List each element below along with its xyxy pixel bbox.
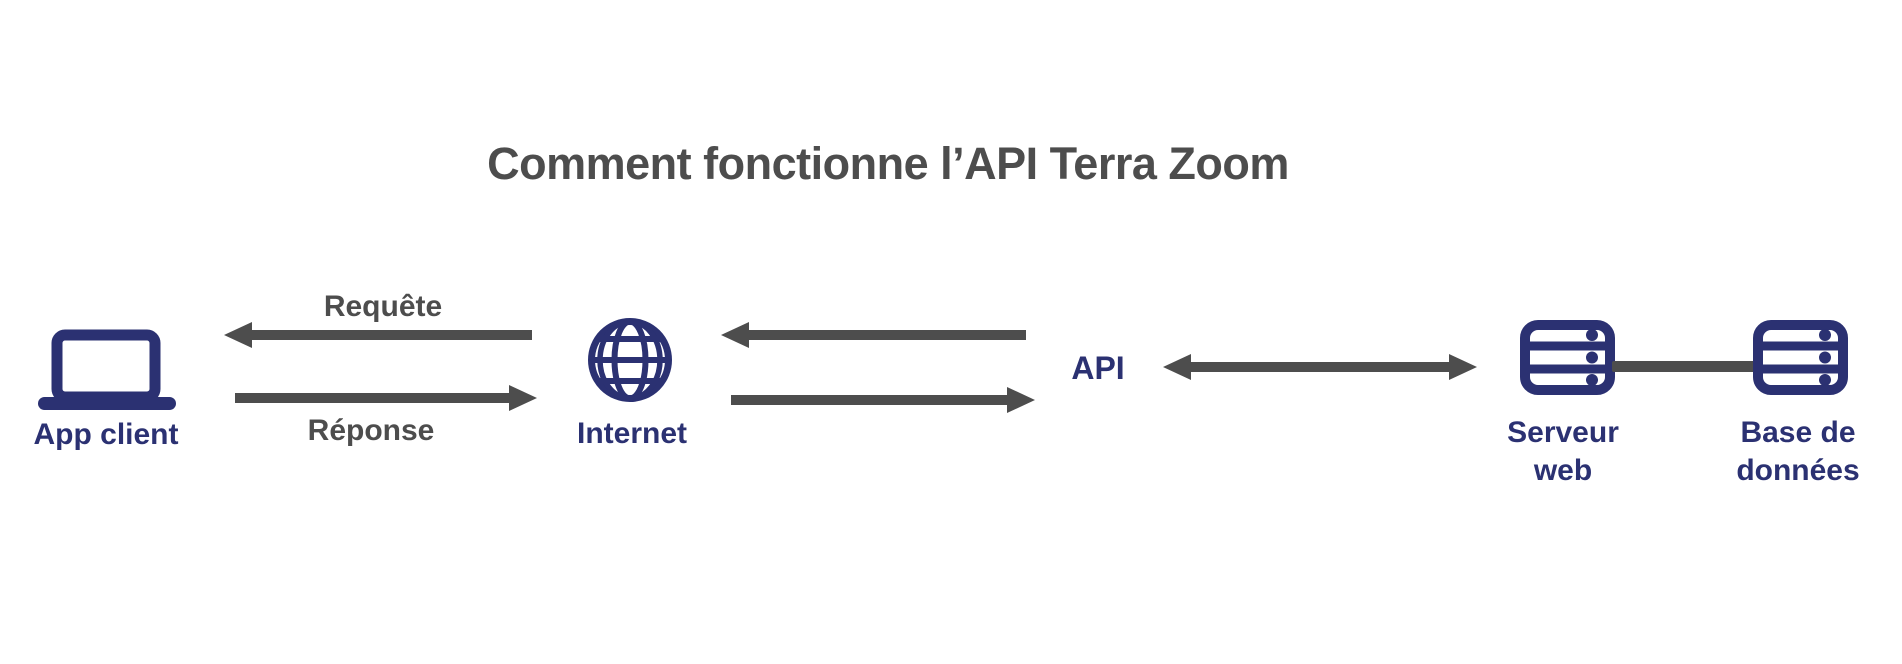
database-server-icon [1753,320,1848,395]
api-server-double-arrow [1163,354,1477,380]
diagram-title: Comment fonctionne l’API Terra Zoom [487,138,1289,189]
app-client-label: App client [33,418,179,451]
web-server-label: Serveur web [1507,416,1619,487]
internet-to-api-arrow-right [731,387,1035,413]
api-to-internet-arrow-left [721,322,1026,348]
response-arrow-right [235,385,537,411]
server-icon [1520,320,1615,395]
laptop-icon [38,329,176,410]
internet-label: Internet [576,417,688,450]
database-label: Base de données [1736,416,1860,487]
server-database-connector [1612,361,1757,372]
request-arrow-left [224,322,532,348]
request-arrow-label: Requête [323,290,443,323]
response-arrow-label: Réponse [307,414,435,447]
api-label: API [1071,350,1125,386]
globe-icon [588,318,672,402]
